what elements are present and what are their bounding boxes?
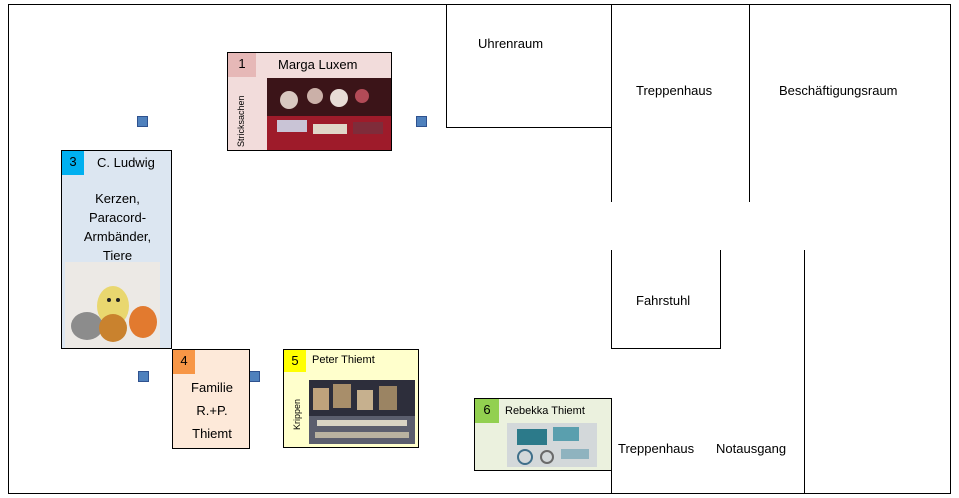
socket-marker [137, 116, 148, 127]
stall-goods: Krippen [292, 398, 302, 430]
room-label-fahrstuhl: Fahrstuhl [636, 293, 691, 308]
stall-number: 6 [475, 399, 499, 423]
wall [611, 4, 612, 202]
wall [749, 4, 750, 202]
socket-marker [416, 116, 427, 127]
stall-owner: Familie R.+P. Thiemt [191, 380, 233, 441]
wall [446, 4, 447, 128]
room-label-notausgang: Notausgang [716, 441, 787, 456]
socket-marker [138, 371, 149, 382]
wall [804, 250, 805, 494]
wall [446, 127, 612, 128]
stall-photo [65, 262, 160, 348]
stall-owner: Peter Thiemt [312, 354, 375, 366]
floor-plan-outline [8, 4, 951, 494]
stall-4[interactable]: 4 Familie R.+P. Thiemt [172, 349, 250, 449]
room-label-treppenhaus-lower: Treppenhaus [618, 441, 695, 456]
wall [611, 470, 612, 494]
stall-photo [507, 423, 597, 467]
wall [611, 250, 612, 349]
stall-photo [309, 380, 415, 444]
stall-3[interactable]: 3 C. Ludwig Kerzen, Paracord- Armbänder,… [61, 150, 172, 349]
stall-photo [267, 78, 391, 150]
wall [611, 348, 721, 349]
stall-6[interactable]: 6 Rebekka Thiemt [474, 398, 612, 471]
room-label-treppenhaus: Treppenhaus [636, 83, 713, 98]
stall-5[interactable]: 5 Peter Thiemt Krippen [283, 349, 419, 448]
stall-number: 3 [62, 151, 84, 175]
stall-goods: Kerzen, Paracord- Armbänder, Tiere [83, 191, 152, 263]
stall-number: 1 [228, 53, 256, 77]
stall-number: 4 [173, 350, 195, 374]
stall-number: 5 [284, 350, 306, 372]
socket-marker [249, 371, 260, 382]
stall-1[interactable]: 1 Marga Luxem Stricksachen [227, 52, 392, 151]
stall-owner: C. Ludwig [97, 155, 155, 170]
stall-owner: Rebekka Thiemt [505, 405, 585, 417]
wall [720, 250, 721, 349]
stall-owner: Marga Luxem [278, 57, 358, 72]
room-label-beschaeftigungsraum: Beschäftigungsraum [779, 83, 898, 98]
stall-goods: Stricksachen [236, 95, 246, 147]
room-label-uhrenraum: Uhrenraum [478, 36, 544, 51]
